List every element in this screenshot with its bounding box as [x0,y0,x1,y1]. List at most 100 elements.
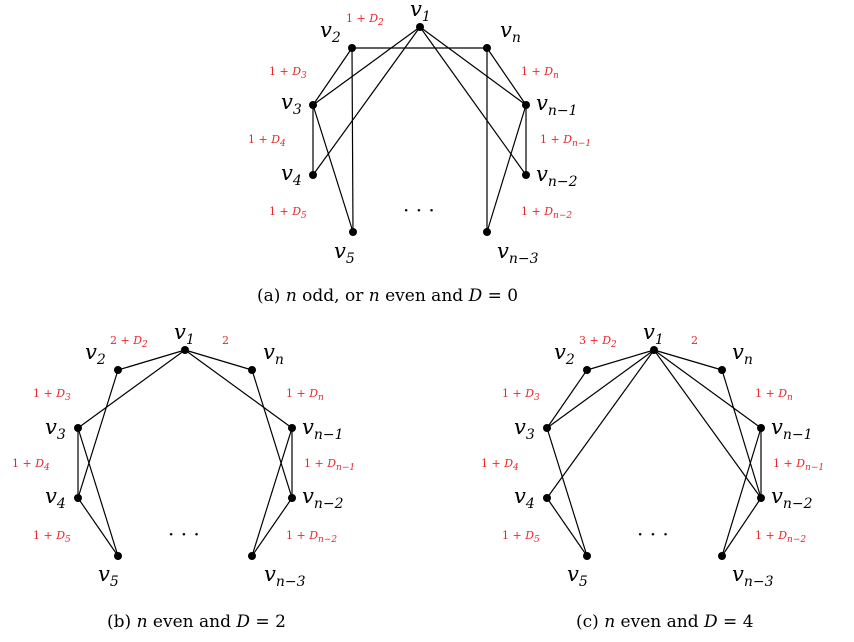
vertex-v3 [543,424,551,432]
vertex-label-vn: vn [263,340,284,368]
edge-v1-v3 [77,349,186,429]
vertex-vn1 [757,424,765,432]
vertex-label-v2: v2 [320,18,341,46]
edge-v1-v3 [546,349,655,429]
edge-weight-v2v3: 1 + D3 [269,65,307,81]
edge-weight-v1vn: 2 [691,334,698,347]
edge-v2-v5 [351,47,354,233]
edge-weight-vn2vn3: 1 + Dn−2 [286,529,337,545]
vertex-label-v3: v3 [281,90,302,118]
edge-v1-vn2 [419,26,527,176]
vertex-v1 [650,346,658,354]
vertex-v4 [309,171,317,179]
vertex-vn [248,366,256,374]
vertex-vn2 [288,494,296,502]
edge-vn-vn2 [721,369,762,499]
edge-weight-vnvn1: 1 + Dn [521,65,559,81]
edge-v1-vn2 [653,349,762,499]
ellipsis: · · · [168,522,200,546]
vertex-label-v2: v2 [85,340,106,368]
vertex-label-v4: v4 [514,484,535,512]
edge-v2-v4 [77,369,119,499]
edge-weight-v1vn: 2 [222,334,229,347]
vertex-label-v4: v4 [281,161,302,189]
vertex-v5 [583,552,591,560]
edge-weight-vnvn1: 1 + Dn [755,387,793,403]
vertex-vn3 [248,552,256,560]
edge-v4-v5 [546,497,588,557]
edge-weight-v4v5: 1 + D5 [33,529,71,545]
edge-weight-vn2vn3: 1 + Dn−2 [755,529,806,545]
vertex-label-v1: v1 [410,0,431,25]
vertex-label-v3: v3 [514,415,535,443]
edge-weight-v3v4: 1 + D4 [481,457,519,473]
edge-v1-v4 [312,26,421,176]
vertex-v1 [181,346,189,354]
vertex-v3 [74,424,82,432]
edge-vn2-vn3 [721,497,762,557]
edge-weight-v4v5: 1 + D5 [269,205,307,221]
edge-vn2-vn3 [251,497,293,557]
vertex-vn [718,366,726,374]
edge-v3-v5 [77,427,119,557]
vertex-label-v5: v5 [98,562,119,590]
vertex-v1 [416,23,424,31]
edge-weight-vnvn1: 1 + Dn [286,387,324,403]
vertex-vn1 [288,424,296,432]
edge-weight-vn1vn2: 1 + Dn−1 [304,457,355,473]
edge-v2-v3 [546,369,588,429]
ellipsis: · · · [637,522,669,546]
edge-v1-vn [184,349,253,371]
edge-v1-vn1 [184,349,293,429]
vertex-label-vn1: vn−1 [771,415,813,443]
vertex-label-v4: v4 [45,484,66,512]
diagram-a: v1 v2 v3 v4 v5 vn vn−1 vn−2 vn−3 1 + D2 1 + D3 1 + … [248,0,591,306]
edge-weight-vn1vn2: 1 + Dn−1 [540,133,591,149]
vertex-label-v1: v1 [174,320,195,348]
vertex-label-vn2: vn−2 [536,162,578,190]
edge-v1-v4 [546,349,655,499]
edge-v3-v5 [312,104,354,233]
vertex-label-v2: v2 [554,340,575,368]
vertex-v5 [349,228,357,236]
edge-v3-v5 [546,427,588,557]
vertex-v2 [114,366,122,374]
edge-weight-v4v5: 1 + D5 [502,529,540,545]
vertex-label-v3: v3 [45,415,66,443]
edge-v1-v2 [586,349,655,371]
vertex-v2 [583,366,591,374]
edge-vn1-vn3 [486,104,527,233]
vertex-label-vn3: vn−3 [264,562,306,590]
edge-vn1-vn3 [251,427,293,557]
edge-weight-v1v2: 2 + D2 [110,334,148,350]
vertex-label-v5: v5 [334,239,355,267]
vertex-label-vn: vn [500,18,521,46]
edge-v1-v3 [312,26,421,106]
edge-weight-v1v2: 1 + D2 [346,12,384,28]
vertex-label-v5: v5 [567,562,588,590]
edge-weight-v2v3: 1 + D3 [33,387,71,403]
vertex-v3 [309,101,317,109]
edge-vn1-vn3 [721,427,762,557]
vertex-label-vn2: vn−2 [771,484,813,512]
edge-vn-vn2 [251,369,293,499]
vertex-v5 [114,552,122,560]
vertex-vn2 [757,494,765,502]
edge-weight-v3v4: 1 + D4 [248,133,286,149]
vertex-label-vn: vn [732,340,753,368]
edge-vn-vn1 [486,47,527,106]
vertex-label-vn2: vn−2 [302,484,344,512]
vertex-label-vn3: vn−3 [497,239,539,267]
edge-weight-v1v2: 3 + D2 [579,334,617,350]
vertex-vn [483,44,491,52]
edge-weight-v2v3: 1 + D3 [502,387,540,403]
edge-v1-vn1 [419,26,527,106]
edge-v2-v3 [312,47,353,106]
vertex-label-vn3: vn−3 [732,562,774,590]
caption-b: (b) n even and D = 2 [107,612,286,632]
vertex-label-vn1: vn−1 [536,91,578,119]
edge-v1-vn [653,349,723,371]
